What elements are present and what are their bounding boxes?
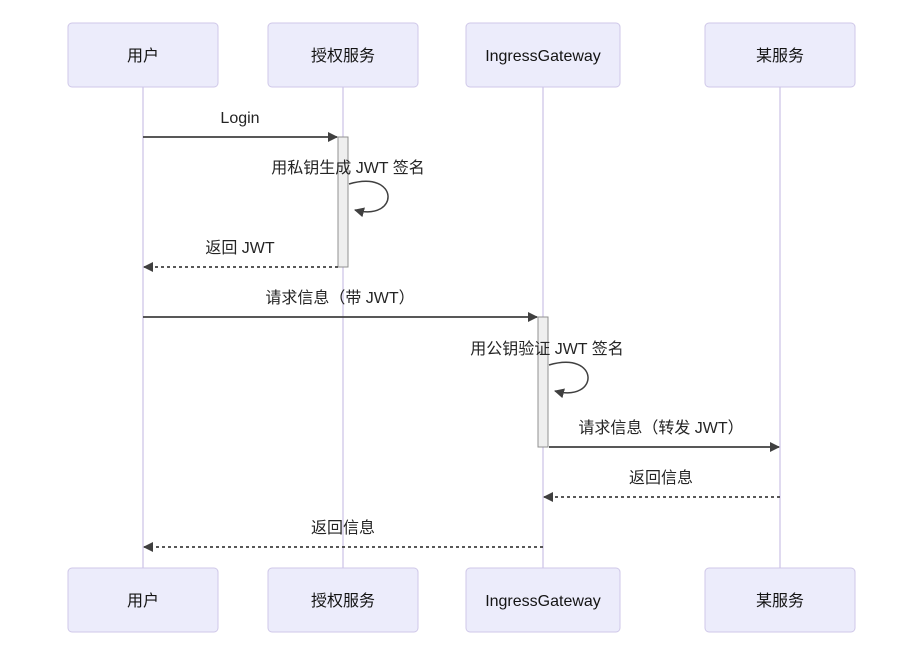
message-label-return-info-1: 返回信息	[629, 469, 693, 487]
message-label-forward-jwt: 请求信息（转发 JWT）	[578, 419, 743, 437]
actor-bottom-ingress-gateway-box	[465, 567, 621, 633]
message-label-request-with-jwt: 请求信息（带 JWT）	[265, 289, 414, 307]
self-loop-auth-service	[348, 180, 389, 218]
self-loop-ingress-gateway	[548, 361, 589, 399]
activation-auth-service	[337, 136, 349, 268]
actor-bottom-auth-service-box	[267, 567, 419, 633]
actor-top-some-service-label: 某服务	[756, 47, 804, 65]
actor-top-auth-service-label: 授权服务	[311, 47, 375, 65]
actor-bottom-some-service-label: 某服务	[756, 592, 804, 610]
actor-top-ingress-gateway-label: IngressGateway	[485, 48, 601, 65]
message-label-return-jwt: 返回 JWT	[205, 239, 275, 257]
actor-bottom-auth-service-label: 授权服务	[311, 592, 375, 610]
messages: Login 用私钥生成 JWT 签名 返回 JWT 请求信息（带 JWT） 用公…	[143, 110, 780, 552]
actor-bottom-some-service-box	[704, 567, 856, 633]
activation-ingress-gateway	[537, 316, 549, 448]
actor-top-user-box	[67, 22, 219, 88]
activations	[337, 136, 549, 448]
message-label-sign-jwt: 用私钥生成 JWT 签名	[271, 159, 424, 177]
actor-bottom-user-label: 用户	[127, 592, 159, 610]
actor-top-ingress-gateway-box	[465, 22, 621, 88]
message-label-login: Login	[220, 110, 259, 127]
lifelines	[142, 87, 781, 568]
actor-bottom-user-box	[67, 567, 219, 633]
actor-top-user-label: 用户	[127, 47, 159, 65]
message-label-return-info-2: 返回信息	[311, 519, 375, 537]
actor-top-auth-service-box	[267, 22, 419, 88]
actors-bottom: 用户 授权服务 IngressGateway 某服务	[67, 567, 856, 633]
message-label-verify-jwt: 用公钥验证 JWT 签名	[470, 340, 623, 358]
actor-top-some-service-box	[704, 22, 856, 88]
actors-top: 用户 授权服务 IngressGateway 某服务	[67, 22, 856, 88]
actor-bottom-ingress-gateway-label: IngressGateway	[485, 593, 601, 610]
